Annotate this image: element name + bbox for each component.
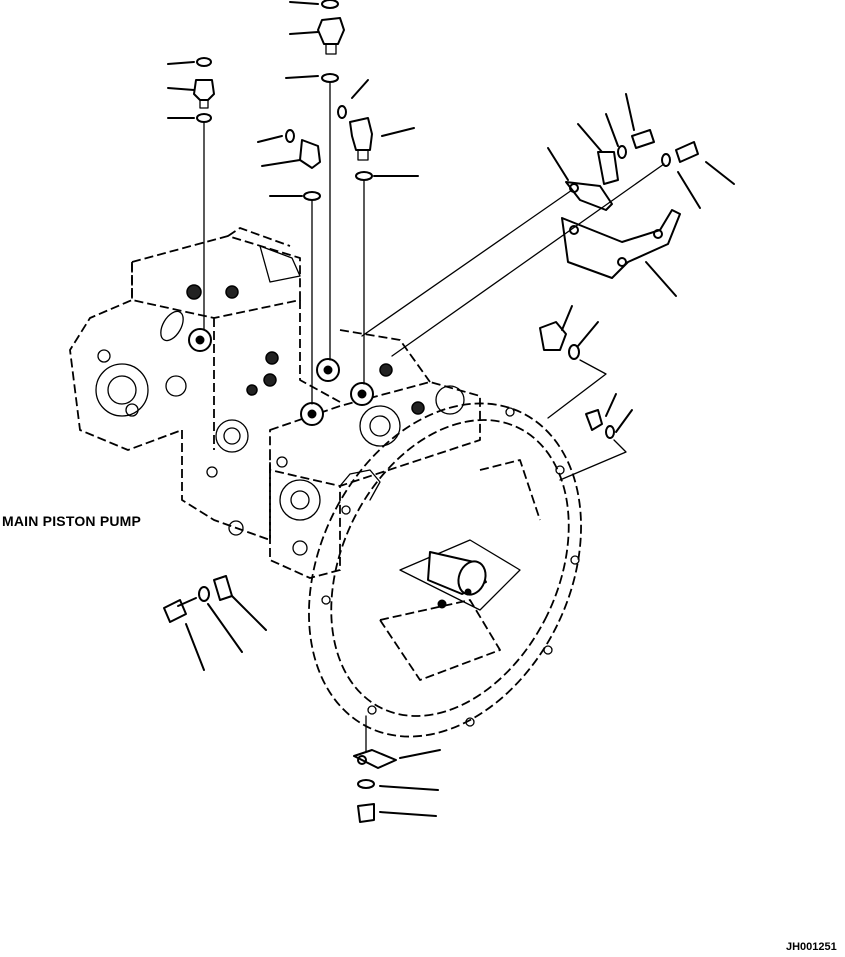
drive-shaft	[427, 551, 487, 609]
fitting-stack-right	[337, 105, 373, 385]
mounting-flange	[308, 402, 582, 738]
fitting-stack-center	[285, 0, 345, 405]
drawing-id: JH001251	[786, 941, 837, 953]
lower-left-fasteners	[163, 575, 233, 623]
plug-fittings-right	[539, 321, 627, 481]
pump-housing-center	[188, 328, 481, 579]
bracket-assembly	[361, 129, 699, 357]
fitting-stack-left	[193, 57, 215, 331]
pump-housing-left	[69, 227, 341, 541]
diagram-title: MAIN PISTON PUMP	[2, 513, 142, 529]
bottom-clamp-stack	[353, 715, 397, 823]
callout-leader-lines	[167, 1, 735, 817]
